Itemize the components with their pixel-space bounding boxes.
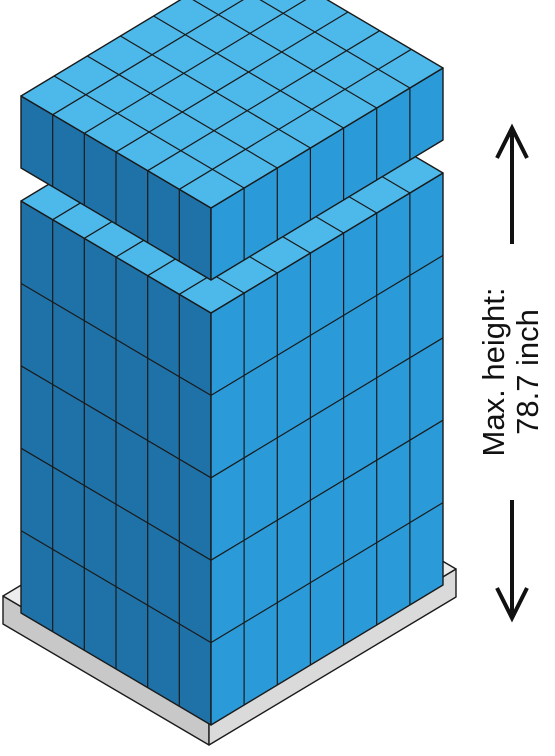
height-arrow [495, 123, 529, 623]
upper-block-top-line [259, 0, 411, 89]
upper-block-top-line [86, 55, 278, 169]
upper-block-top-line [192, 0, 378, 109]
lower-block-right-hline [210, 419, 444, 561]
upper-block-top-line [147, 30, 381, 172]
top-layer-block [20, 0, 444, 281]
upper-block-top-line [53, 75, 245, 189]
height-label-line1: Max. height: [476, 288, 511, 457]
height-label: Max. height: 78.7 inch [476, 288, 545, 457]
lower-block-left-hline [20, 365, 212, 479]
lower-block-right-hline [210, 337, 444, 479]
upper-block-top-line [115, 11, 349, 153]
upper-block-top-line [153, 15, 344, 129]
upper-block-top-line [120, 35, 311, 149]
lower-block-right-hline [210, 254, 444, 396]
upper-block-top-line [178, 48, 412, 190]
lower-block-left-hline [20, 530, 212, 644]
arrow-down-head-icon [495, 587, 529, 623]
lower-block-left-hline [20, 282, 212, 396]
upper-block-top-line [83, 0, 307, 134]
arrow-up-head-icon [495, 123, 529, 159]
height-label-line2: 78.7 inch [510, 309, 545, 435]
lower-block-left-hline [20, 447, 212, 561]
upper-block-top-line [52, 0, 244, 116]
lower-block-right-hline [210, 502, 444, 644]
